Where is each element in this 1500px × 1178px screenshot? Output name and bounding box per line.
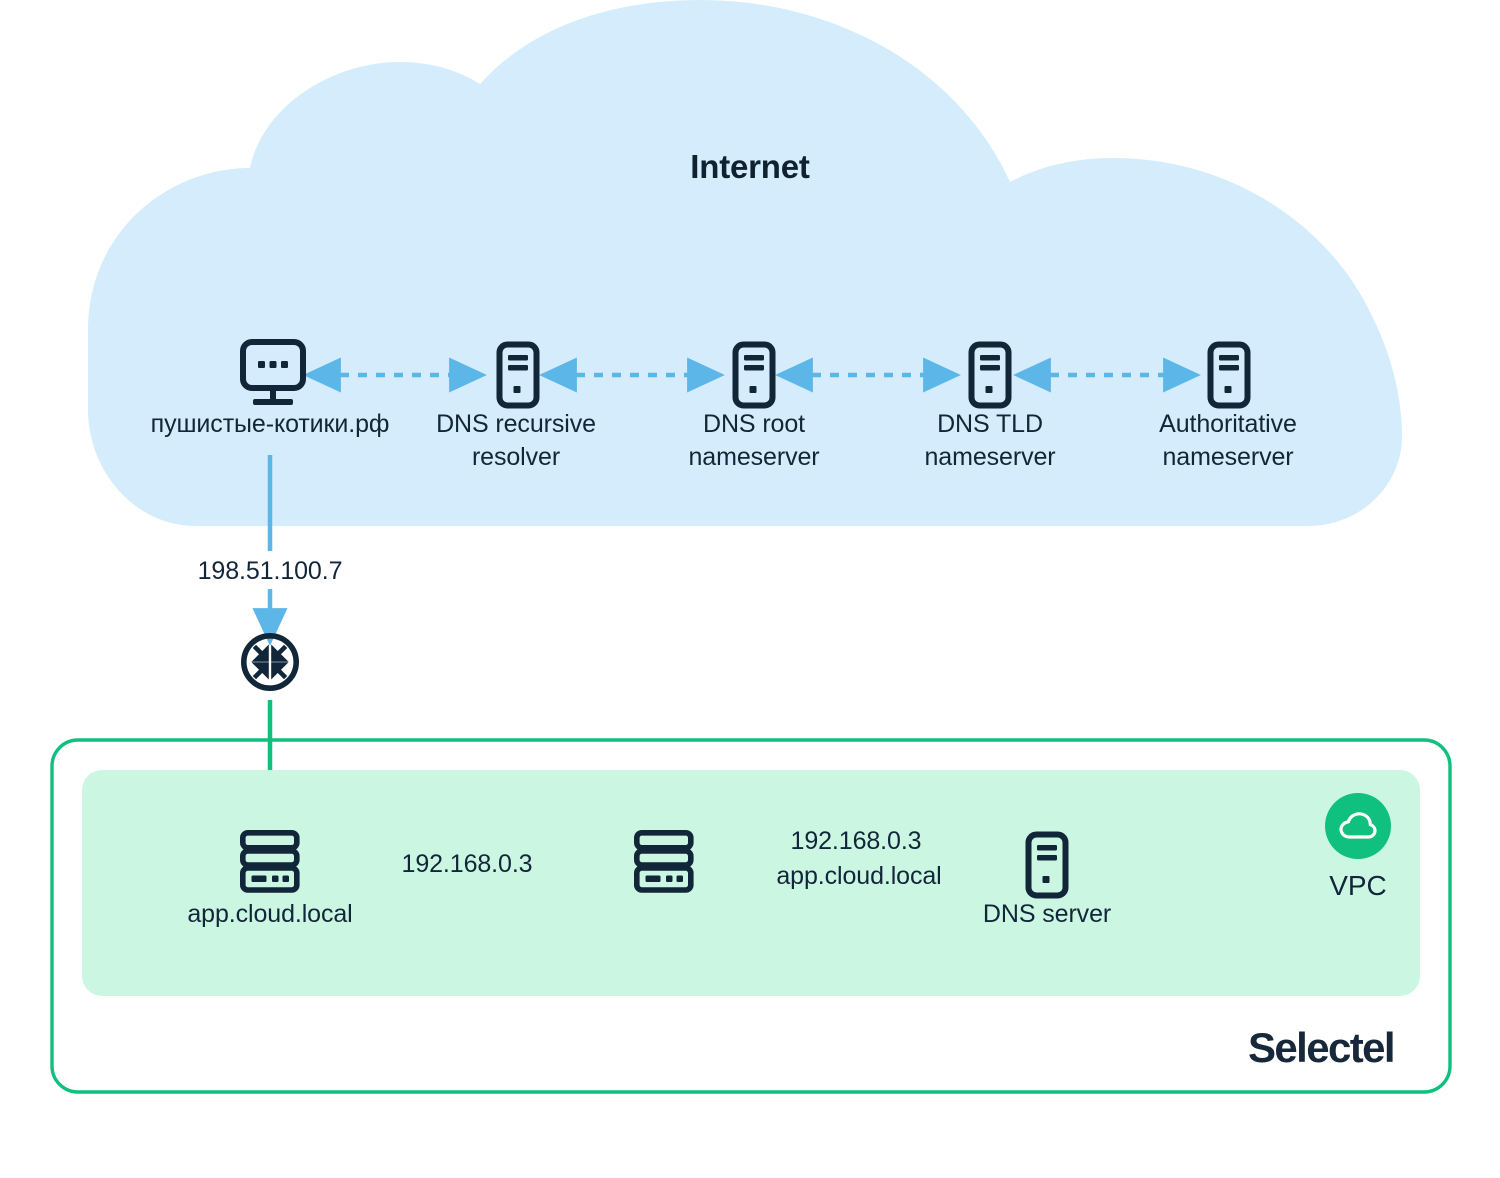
selectel-logo: Selectel [1248, 1024, 1396, 1071]
node-label-client: пушистые-котики.рф [150, 410, 390, 438]
node-label-app: app.cloud.local [187, 900, 353, 928]
nat-gateway-icon [240, 632, 300, 692]
node-label-resolver: DNS recursive resolver [436, 410, 596, 471]
edge-label-dns-query: app.cloud.local [776, 862, 942, 890]
server-tower-icon-root [732, 341, 776, 409]
vpc-label: VPC [1329, 870, 1387, 901]
vpc-outer-border [50, 738, 1452, 1094]
rack-server-icon-requester [633, 829, 694, 893]
node-label-authoritative: Authoritative nameserver [1159, 410, 1297, 471]
node-label-root: DNS root nameserver [688, 410, 820, 471]
edge-label-app-ip: 192.168.0.3 [401, 850, 533, 878]
monitor-icon [240, 339, 306, 405]
rack-server-icon-app [239, 829, 300, 893]
vpc-badge [1325, 793, 1391, 859]
edge-label-dns-answer: 192.168.0.3 [790, 827, 922, 855]
server-tower-icon-authoritative [1207, 341, 1251, 409]
node-label-dns-server: DNS server [982, 900, 1112, 928]
node-label-tld: DNS TLD nameserver [924, 410, 1056, 471]
internet-title: Internet [690, 148, 810, 185]
server-tower-icon-dns-server [1025, 831, 1069, 899]
server-tower-icon-tld [968, 341, 1012, 409]
cloud-icon [1339, 812, 1377, 839]
vpc-inner-panel [82, 770, 1420, 996]
edge-label-public-ip: 198.51.100.7 [197, 557, 343, 585]
server-tower-icon-resolver [496, 341, 540, 409]
internet-cloud-shape [88, 0, 1402, 526]
